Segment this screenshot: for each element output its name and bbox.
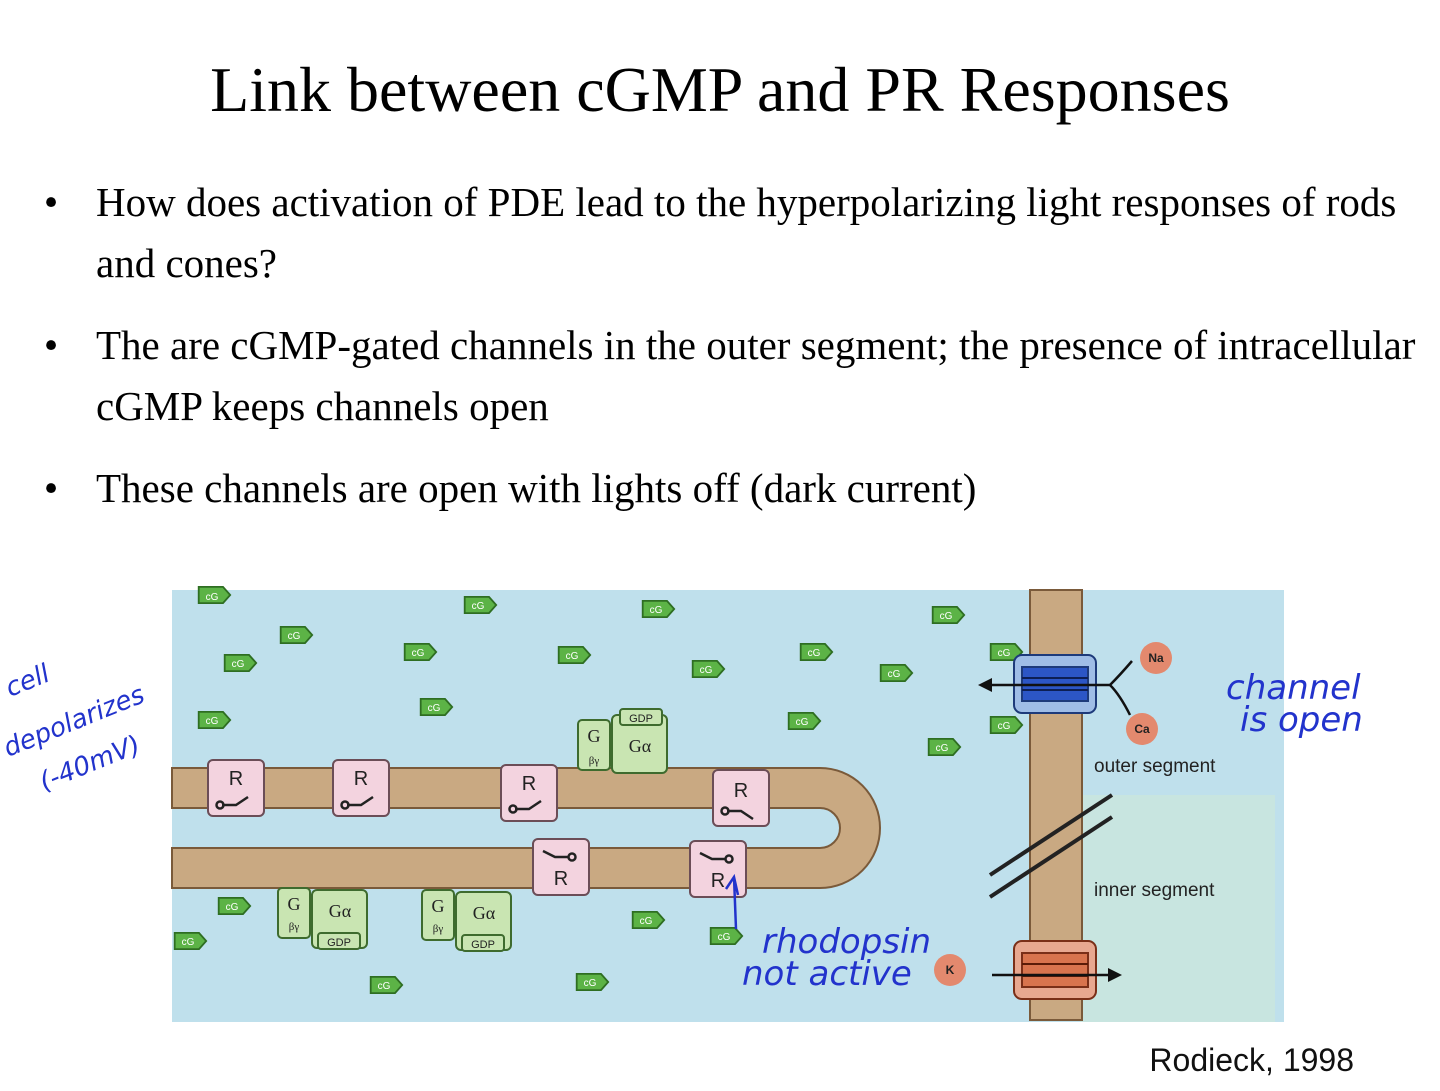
svg-text:cG: cG bbox=[584, 978, 597, 989]
svg-text:cG: cG bbox=[428, 703, 441, 714]
ion-markers bbox=[934, 642, 1172, 986]
svg-text:cG: cG bbox=[936, 743, 949, 754]
svg-text:is open: is open bbox=[1240, 700, 1363, 740]
bullet-item: • The are cGMP-gated channels in the out… bbox=[36, 315, 1416, 437]
svg-text:not active: not active bbox=[742, 954, 912, 994]
svg-text:cG: cG bbox=[940, 611, 953, 622]
svg-text:βγ: βγ bbox=[433, 923, 444, 935]
svg-text:Ca: Ca bbox=[1134, 722, 1150, 736]
bullet-item: • These channels are open with lights of… bbox=[36, 458, 1416, 519]
svg-text:cell: cell bbox=[1, 659, 54, 704]
svg-text:cG: cG bbox=[998, 648, 1011, 659]
svg-text:G: G bbox=[432, 896, 445, 916]
svg-text:cG: cG bbox=[998, 721, 1011, 732]
slide-title: Link between cGMP and PR Responses bbox=[210, 54, 1230, 125]
svg-text:cG: cG bbox=[888, 669, 901, 680]
svg-text:Gα: Gα bbox=[329, 901, 352, 921]
bullet-dot: • bbox=[43, 465, 59, 511]
svg-text:Na: Na bbox=[1148, 651, 1164, 665]
retinal-chromophores bbox=[215, 795, 754, 864]
cgmp-gated-channel bbox=[978, 654, 1133, 716]
svg-text:cG: cG bbox=[640, 916, 653, 927]
bullet-text: These channels are open with lights off … bbox=[96, 465, 977, 511]
svg-text:Gα: Gα bbox=[473, 903, 496, 923]
bullet-text: The are cGMP-gated channels in the outer… bbox=[96, 322, 1416, 429]
bullet-list: • How does activation of PDE lead to the… bbox=[36, 172, 1416, 540]
svg-text:R: R bbox=[229, 768, 243, 790]
bullet-dot: • bbox=[43, 322, 59, 368]
svg-text:cG: cG bbox=[288, 631, 301, 642]
bullet-item: • How does activation of PDE lead to the… bbox=[36, 172, 1416, 294]
svg-text:cG: cG bbox=[718, 932, 731, 943]
svg-text:channel: channel bbox=[1226, 668, 1361, 708]
citation: Rodieck, 1998 bbox=[1149, 1042, 1354, 1078]
svg-text:cG: cG bbox=[232, 659, 245, 670]
bullet-dot: • bbox=[43, 179, 59, 225]
svg-text:R: R bbox=[522, 773, 536, 795]
svg-text:cG: cG bbox=[796, 717, 809, 728]
svg-text:cG: cG bbox=[226, 902, 239, 913]
svg-text:G: G bbox=[588, 726, 601, 746]
outer-segment-label: outer segment bbox=[1094, 756, 1216, 777]
g-proteins bbox=[277, 708, 668, 952]
svg-text:Gα: Gα bbox=[629, 736, 652, 756]
inner-segment-background bbox=[1080, 795, 1275, 1022]
svg-text:βγ: βγ bbox=[589, 755, 600, 767]
svg-text:cG: cG bbox=[566, 651, 579, 662]
bullet-text: How does activation of PDE lead to the h… bbox=[96, 179, 1397, 286]
potassium-channel bbox=[992, 940, 1122, 1000]
photoreceptor-diagram: cG cG cG cG cG cG cG cG cG cG cG cG cG c… bbox=[0, 585, 1363, 1022]
svg-text:cG: cG bbox=[206, 592, 219, 603]
svg-text:R: R bbox=[354, 768, 368, 790]
svg-text:cG: cG bbox=[472, 601, 485, 612]
left-annotation: cell depolarizes (-40mV) bbox=[0, 659, 149, 798]
ion-labels: Na Ca K bbox=[946, 651, 1164, 977]
svg-text:R: R bbox=[554, 868, 568, 890]
cgmp-labels: cG cG cG cG cG cG cG cG cG cG cG cG cG c… bbox=[182, 592, 1011, 992]
svg-text:R: R bbox=[711, 870, 725, 892]
svg-text:GDP: GDP bbox=[471, 939, 495, 951]
svg-text:GDP: GDP bbox=[327, 937, 351, 949]
svg-text:cG: cG bbox=[378, 981, 391, 992]
right-annotation: channel is open bbox=[1226, 668, 1363, 740]
svg-text:GDP: GDP bbox=[629, 713, 653, 725]
inner-segment-label: inner segment bbox=[1094, 880, 1215, 901]
svg-text:cG: cG bbox=[182, 937, 195, 948]
svg-text:R: R bbox=[734, 780, 748, 802]
svg-text:cG: cG bbox=[206, 716, 219, 727]
svg-text:cG: cG bbox=[412, 648, 425, 659]
svg-text:G: G bbox=[288, 894, 301, 914]
svg-text:cG: cG bbox=[700, 665, 713, 676]
svg-text:cG: cG bbox=[650, 605, 663, 616]
connecting-cilium bbox=[988, 793, 1114, 899]
g-protein-labels: G βγ Gα GDP G βγ Gα GDP G βγ Gα GDP bbox=[288, 713, 653, 951]
svg-text:βγ: βγ bbox=[289, 921, 300, 933]
bottom-annotation: rhodopsin not active bbox=[724, 873, 931, 994]
receptor-labels: R R R R R R bbox=[229, 768, 748, 892]
svg-text:K: K bbox=[946, 963, 955, 977]
svg-text:cG: cG bbox=[808, 648, 821, 659]
svg-text:rhodopsin: rhodopsin bbox=[762, 922, 931, 962]
